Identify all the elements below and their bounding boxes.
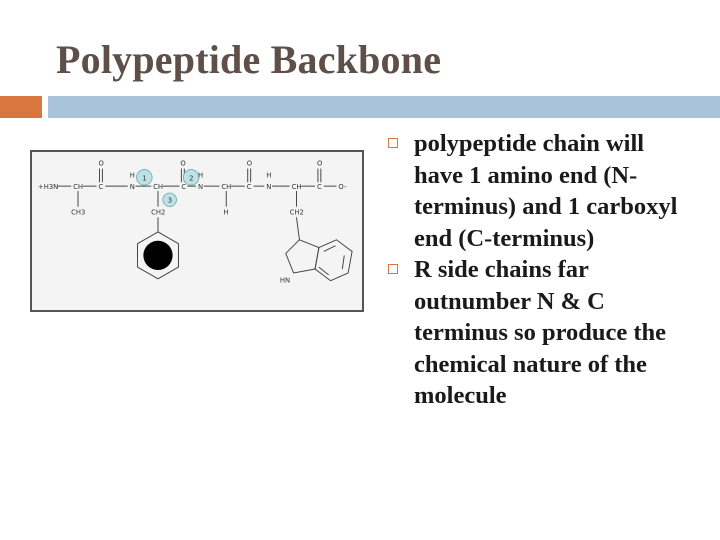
atom-c4: C (317, 183, 322, 191)
bullet-list: polypeptide chain will have 1 amino end … (388, 128, 698, 412)
bullet-text: R side chains far outnumber N & C termin… (414, 256, 667, 409)
bullet-item: polypeptide chain will have 1 amino end … (388, 128, 698, 254)
atom-o2: O (180, 160, 185, 168)
atom-h3: H (266, 171, 271, 179)
bullet-item: R side chains far outnumber N & C termin… (388, 254, 698, 412)
atom-o-minus: O- (338, 183, 347, 191)
atom-c3: C (247, 183, 252, 191)
slide-title: Polypeptide Backbone (56, 37, 442, 82)
accent-square (0, 96, 42, 118)
atom-ch3: CH (221, 183, 231, 191)
accent-bar (48, 96, 720, 118)
atom-n2: N (198, 183, 203, 191)
atom-o1: O (98, 160, 103, 168)
atom-ch2-benzyl: CH2 (151, 208, 165, 216)
label-1: 1 (142, 174, 146, 182)
atom-h-gly: H (223, 208, 228, 216)
atom-n3: N (266, 183, 271, 191)
atom-ch3-side: CH3 (71, 208, 85, 216)
atom-n1: N (130, 183, 135, 191)
polypeptide-structure-figure: O O O O 1 2 3 H H H +H3N CH C N CH C N C… (30, 150, 364, 312)
atom-ch2-indole: CH2 (290, 208, 304, 216)
square-bullet-icon (388, 264, 398, 274)
atom-ch4: CH (292, 183, 302, 191)
structure-diagram: O O O O 1 2 3 H H H +H3N CH C N CH C N C… (38, 160, 353, 285)
atom-o3: O (247, 160, 252, 168)
bullet-text: polypeptide chain will have 1 amino end … (414, 130, 678, 252)
atom-o4: O (317, 160, 322, 168)
atom-h2: H (198, 171, 203, 179)
atom-h3n: +H3N (38, 183, 58, 191)
atom-ch2: CH (153, 183, 163, 191)
label-2: 2 (189, 174, 193, 182)
square-bullet-icon (388, 138, 398, 148)
label-3: 3 (168, 197, 172, 205)
atom-hn: HN (280, 277, 290, 285)
atom-c1: C (98, 183, 103, 191)
atom-ch1: CH (73, 183, 83, 191)
atom-h1: H (130, 171, 135, 179)
atom-c2: C (181, 183, 186, 191)
